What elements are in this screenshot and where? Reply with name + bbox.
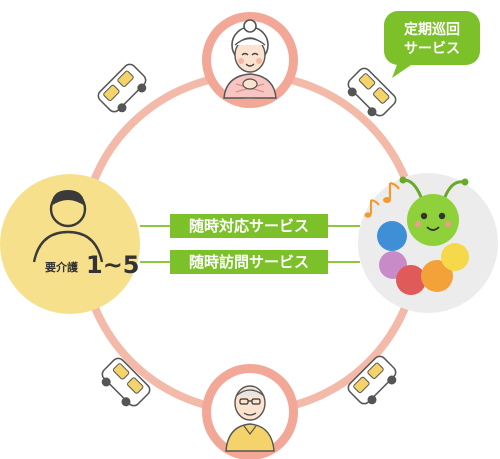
caterpillar-mascot-icon <box>377 176 469 295</box>
care-level-range: 1~5 <box>86 251 140 279</box>
car-icon <box>341 65 399 123</box>
elderly-man-icon <box>225 385 275 452</box>
care-level-prefix: 要介護 <box>45 260 79 274</box>
elderly-woman-node <box>202 12 298 108</box>
service-label-text: 随時対応サービス <box>189 217 309 235</box>
service-label-visit: 随時訪問サービス <box>170 250 328 274</box>
music-note-icon <box>383 181 400 203</box>
mascot-node <box>358 173 498 313</box>
elderly-woman-icon <box>223 19 277 99</box>
service-label-text: 随時訪問サービス <box>189 253 309 271</box>
car-icon <box>345 353 403 411</box>
care-recipient-node: 要介護 1~5 <box>0 174 140 314</box>
car-icon <box>95 355 153 413</box>
elderly-man-node <box>202 364 298 459</box>
patrol-service-bubble: 定期巡回 サービス <box>384 11 480 78</box>
bubble-line-1: 定期巡回 <box>404 21 460 38</box>
bubble-line-2: サービス <box>404 41 460 57</box>
music-note-icon <box>364 199 380 218</box>
service-label-response: 随時対応サービス <box>170 214 328 238</box>
person-icon <box>32 190 104 263</box>
